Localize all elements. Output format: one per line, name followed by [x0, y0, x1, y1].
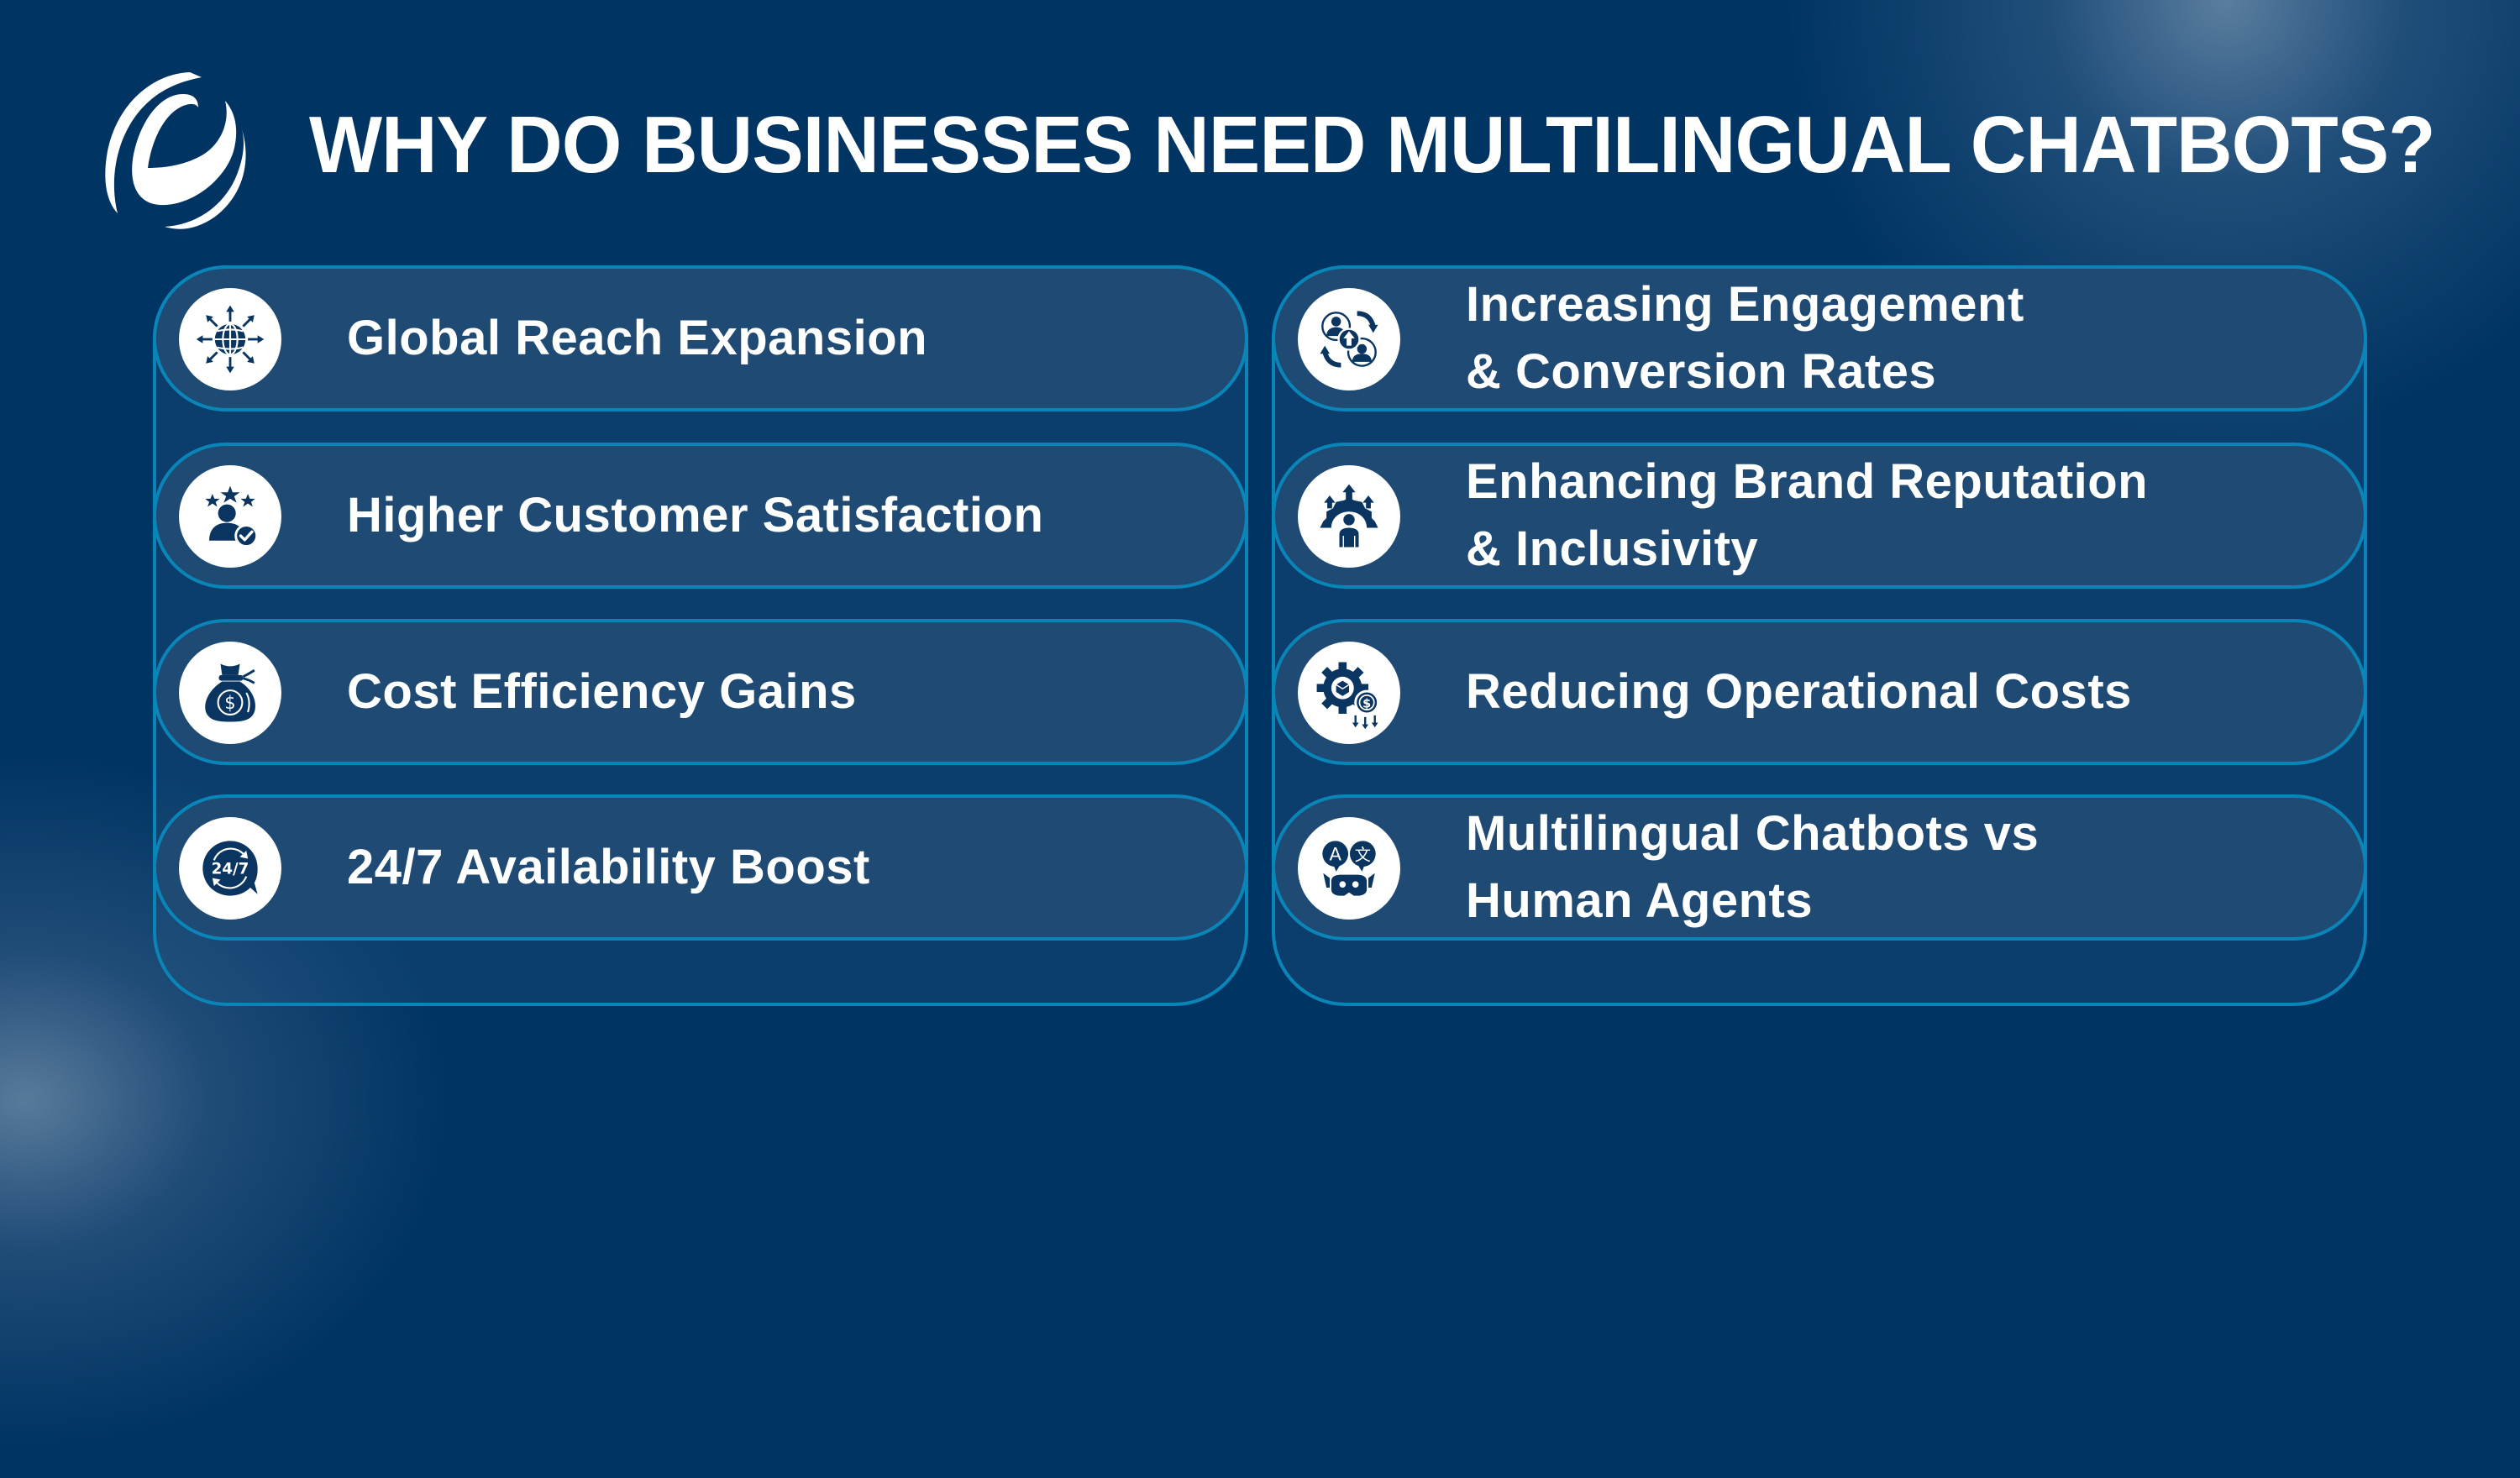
- translation-bot-icon: A 文: [1322, 841, 1376, 896]
- page-title: WHY DO BUSINESSES NEED MULTILINGUAL CHAT…: [309, 99, 2435, 191]
- icon-badge: [179, 465, 281, 568]
- benefit-label: Enhancing Brand Reputation & Inclusivity: [1466, 454, 2149, 576]
- benefit-label: Reducing Operational Costs: [1466, 664, 2132, 719]
- benefit-label: Higher Customer Satisfaction: [347, 488, 1044, 542]
- benefit-card-availability[interactable]: 24/7 24/7 Availability Boost: [153, 794, 1248, 941]
- benefit-card-customer-satisfaction[interactable]: Higher Customer Satisfaction: [153, 443, 1248, 589]
- svg-text:文: 文: [1355, 845, 1371, 864]
- benefit-label: Multilingual Chatbots vs Human Agents: [1466, 806, 2040, 928]
- benefit-card-engagement[interactable]: Increasing Engagement & Conversion Rates: [1272, 265, 2367, 411]
- money-bag-icon: $: [205, 663, 255, 722]
- icon-badge: A 文: [1298, 817, 1400, 920]
- benefit-card-operational-costs[interactable]: $ Reducing Operational Costs: [1272, 619, 2367, 765]
- svg-text:$: $: [224, 692, 235, 713]
- gear-cost-reduction-icon: $: [1316, 662, 1379, 730]
- benefit-label: Increasing Engagement & Conversion Rates: [1466, 277, 2024, 399]
- icon-badge: [179, 288, 281, 390]
- right-benefits-panel: Increasing Engagement & Conversion Rates: [1272, 265, 2367, 1006]
- engagement-conversion-icon: [1320, 311, 1378, 368]
- benefit-label: Cost Efficiency Gains: [347, 664, 857, 719]
- benefit-card-brand-reputation[interactable]: Enhancing Brand Reputation & Inclusivity: [1272, 443, 2367, 589]
- benefit-card-global-reach[interactable]: Global Reach Expansion: [153, 265, 1248, 411]
- customer-rating-icon: [205, 485, 259, 548]
- globe-arrows-icon: [196, 305, 265, 374]
- left-benefits-panel: Global Reach Expansion Higher Customer S…: [153, 265, 1248, 1006]
- benefit-label: 24/7 Availability Boost: [347, 840, 870, 894]
- icon-badge: [1298, 288, 1400, 390]
- svg-text:24/7: 24/7: [212, 861, 249, 878]
- title-part-2: MULTILINGUAL CHATBOTS?: [1386, 100, 2435, 190]
- svg-text:$: $: [1362, 697, 1371, 710]
- benefit-card-cost-efficiency[interactable]: $ Cost Efficiency Gains: [153, 619, 1248, 765]
- 24-7-support-icon: 24/7: [202, 841, 258, 896]
- e-logo-icon: [105, 72, 246, 229]
- benefit-card-chatbots-vs-humans[interactable]: A 文 Multilingual Chatbots vs Human Agent…: [1272, 794, 2367, 941]
- icon-badge: [1298, 465, 1400, 568]
- icon-badge: $: [1298, 642, 1400, 744]
- icon-badge: 24/7: [179, 817, 281, 920]
- title-part-1: WHY DO BUSINESSES NEED: [309, 100, 1387, 190]
- brand-growth-icon: [1320, 484, 1378, 548]
- icon-badge: $: [179, 642, 281, 744]
- svg-text:A: A: [1329, 843, 1341, 864]
- benefit-label: Global Reach Expansion: [347, 311, 928, 365]
